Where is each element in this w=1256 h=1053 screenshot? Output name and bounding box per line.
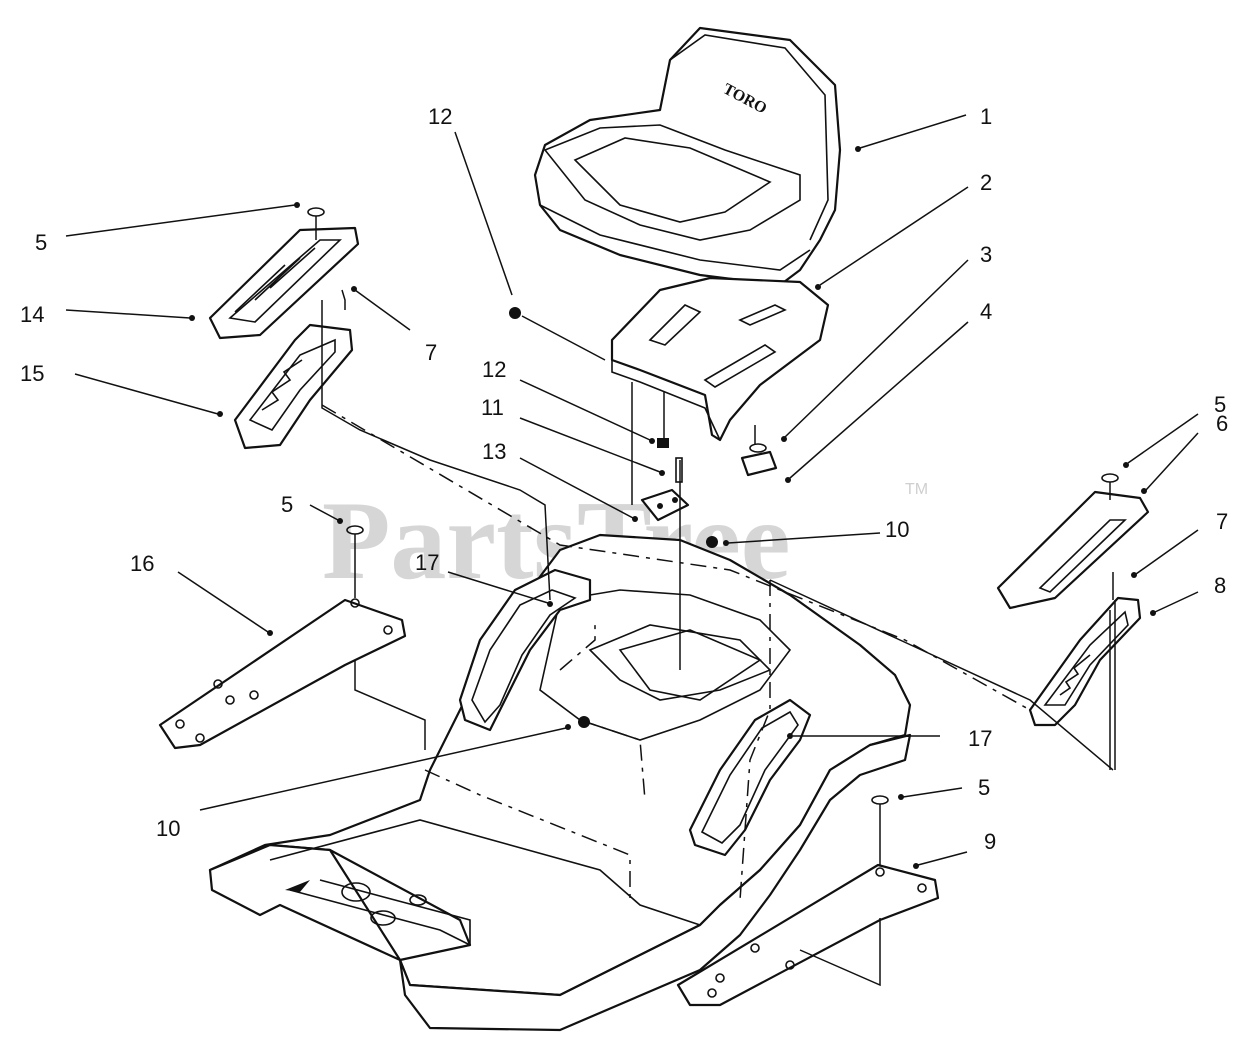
callout-10-bottom: 10 xyxy=(156,816,180,841)
callout-13: 13 xyxy=(482,439,506,464)
left-arm-plates xyxy=(208,207,551,601)
callout-8: 8 xyxy=(1214,573,1226,598)
callout-5-right-arm: 5 xyxy=(1214,392,1226,417)
watermark-tm: TM xyxy=(905,481,928,498)
callout-1: 1 xyxy=(980,104,992,129)
callout-17-right: 17 xyxy=(968,726,992,751)
fender-body xyxy=(208,533,912,1032)
callout-4: 4 xyxy=(980,299,992,324)
callout-6: 6 xyxy=(1216,411,1228,436)
callout-17-left: 17 xyxy=(415,550,439,575)
callout-10-top: 10 xyxy=(885,517,909,542)
callout-2: 2 xyxy=(980,170,992,195)
right-foot-plate xyxy=(676,795,940,1007)
callout-14: 14 xyxy=(20,302,44,327)
seat-plate xyxy=(610,276,830,442)
seat-hardware xyxy=(509,307,778,728)
callout-12-top: 12 xyxy=(428,104,452,129)
callout-15: 15 xyxy=(20,361,44,386)
callout-7-right: 7 xyxy=(1216,509,1228,534)
callout-5-left-foot: 5 xyxy=(281,492,293,517)
callout-5-top-left: 5 xyxy=(35,230,47,255)
assembly-lines xyxy=(321,404,1031,901)
callout-9: 9 xyxy=(984,829,996,854)
leader-lines xyxy=(65,114,1199,869)
callout-16: 16 xyxy=(130,551,154,576)
left-foot-plate xyxy=(158,525,426,750)
callout-labels: 1 2 3 4 5 5 5 5 6 7 7 8 9 10 10 11 12 12… xyxy=(20,104,1228,854)
callout-3: 3 xyxy=(980,242,992,267)
callout-5-right-foot: 5 xyxy=(978,775,990,800)
callout-12-mid: 12 xyxy=(482,357,506,382)
callout-7-left: 7 xyxy=(425,340,437,365)
right-arm-plates xyxy=(769,473,1150,771)
seat: TORO xyxy=(533,26,842,287)
callout-11: 11 xyxy=(481,395,504,420)
